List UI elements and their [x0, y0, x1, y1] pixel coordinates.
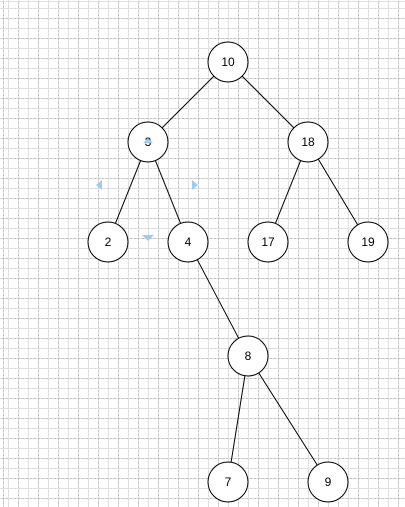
node-circle[interactable]: [207, 41, 249, 83]
selection-handles: [96, 138, 198, 241]
edge-n8-n7[interactable]: [230, 375, 246, 463]
node-circle[interactable]: [347, 221, 389, 263]
node-label: 8: [245, 349, 252, 363]
tree-node[interactable]: 17: [247, 221, 289, 263]
node-circle[interactable]: [207, 461, 249, 503]
handle-left-arrow-icon[interactable]: [96, 180, 102, 190]
edge-n10-n3[interactable]: [161, 75, 215, 129]
node-circle[interactable]: [167, 221, 209, 263]
node-circle[interactable]: [227, 335, 269, 377]
tree-node[interactable]: 8: [227, 335, 269, 377]
nodes-layer: 10318241719879: [87, 41, 389, 503]
node-label: 9: [325, 475, 332, 489]
node-circle[interactable]: [307, 461, 349, 503]
node-label: 7: [225, 475, 232, 489]
tree-node[interactable]: 4: [167, 221, 209, 263]
edge-n3-n4[interactable]: [154, 160, 182, 224]
edge-n8-n9[interactable]: [258, 372, 318, 466]
edge-n10-n18[interactable]: [241, 75, 295, 129]
handle-top-arrow-icon[interactable]: [143, 138, 153, 143]
node-label: 2: [105, 235, 112, 249]
node-circle[interactable]: [287, 121, 329, 163]
edge-n3-n2[interactable]: [114, 160, 142, 224]
tree-node[interactable]: 18: [287, 121, 329, 163]
edge-n18-n19[interactable]: [317, 158, 359, 226]
node-label: 4: [185, 235, 192, 249]
tree-node[interactable]: 7: [207, 461, 249, 503]
node-label: 19: [361, 235, 375, 249]
node-label: 17: [261, 235, 275, 249]
edge-n4-n8[interactable]: [196, 259, 240, 339]
node-label: 18: [301, 135, 315, 149]
tree-node[interactable]: 9: [307, 461, 349, 503]
tree-node[interactable]: 19: [347, 221, 389, 263]
edge-n18-n17[interactable]: [274, 160, 302, 224]
node-circle[interactable]: [87, 221, 129, 263]
handle-right-arrow-icon[interactable]: [192, 180, 198, 190]
node-label: 10: [221, 55, 235, 69]
tree-node[interactable]: 2: [87, 221, 129, 263]
tree-node[interactable]: 10: [207, 41, 249, 83]
handle-bottom-arrow-icon[interactable]: [142, 235, 154, 241]
edges-layer: [114, 75, 359, 466]
node-circle[interactable]: [247, 221, 289, 263]
